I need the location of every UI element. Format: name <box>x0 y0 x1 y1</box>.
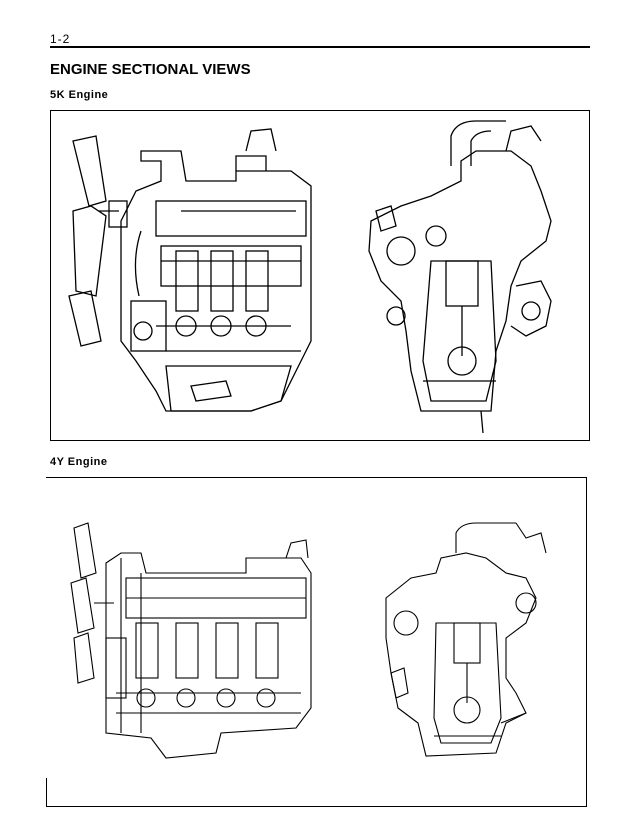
figure-label-5k: 5K Engine <box>50 89 109 101</box>
frame-left-edge <box>46 778 47 806</box>
engine-side-view-4y <box>105 539 312 759</box>
figure-4y-engine <box>46 477 587 807</box>
engine-side-view-5k <box>120 128 312 412</box>
page-number: 1-2 <box>50 32 71 46</box>
engine-5k-drawing <box>68 120 552 434</box>
fan-icon <box>70 522 114 684</box>
header-rule <box>50 46 590 48</box>
engine-front-view-4y <box>385 522 547 757</box>
fan-icon <box>68 135 128 347</box>
figure-label-4y: 4Y Engine <box>50 456 108 468</box>
engine-4y-drawing <box>70 522 547 759</box>
section-title: ENGINE SECTIONAL VIEWS <box>50 61 251 78</box>
figure-5k-engine <box>50 110 590 441</box>
engine-front-view-5k <box>368 120 552 434</box>
